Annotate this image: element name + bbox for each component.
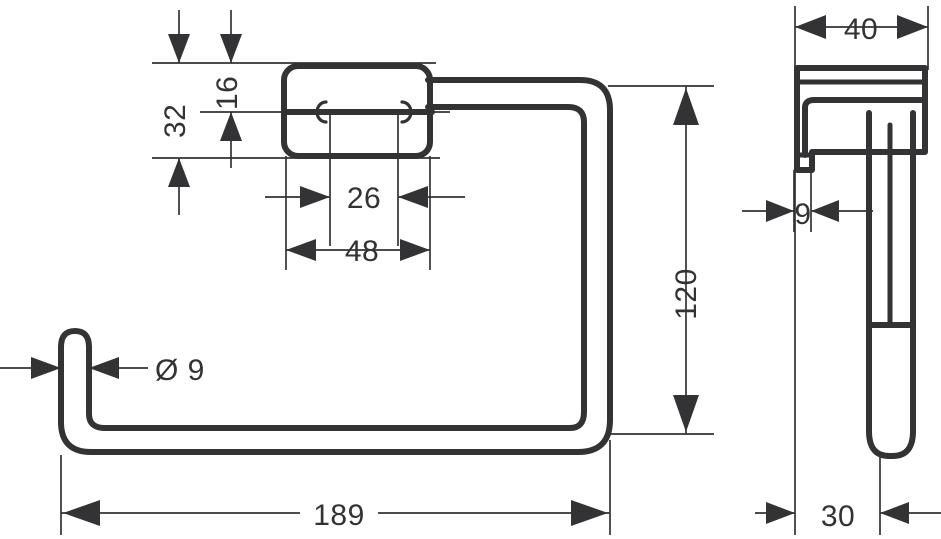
arrowhead-16-bottom (220, 112, 242, 141)
dim-label-9: 9 (794, 198, 811, 231)
front-view-geometry (58, 63, 613, 455)
tube-end-cap (58, 328, 92, 350)
dim-label-30: 30 (821, 500, 855, 533)
arrowhead-189-right (571, 500, 608, 526)
arrowhead-48-left (286, 239, 316, 261)
arrowhead-32-bottom (168, 158, 190, 187)
arrowhead-30-left (766, 502, 795, 524)
arrowhead-48-right (400, 239, 430, 261)
side-connector-arm (802, 97, 928, 121)
ring-tube-outer-profile (58, 77, 613, 455)
arrowhead-189-left (63, 500, 100, 526)
dim-label-16: 16 (211, 76, 244, 110)
arrowhead-120-bottom (673, 395, 699, 432)
arrowhead-32-top (168, 34, 190, 63)
side-view-geometry (794, 65, 928, 459)
dim-label-diameter: Ø 9 (155, 354, 205, 387)
ring-tube-inner-profile (86, 104, 587, 431)
arrowhead-40-left (795, 15, 826, 39)
dim-label-189: 189 (313, 499, 365, 532)
arrowhead-26-right (398, 186, 428, 208)
arrowhead-26-left (300, 186, 330, 208)
arrowhead-40-right (897, 15, 928, 39)
arrowhead-16-top (220, 34, 242, 63)
arrowhead-9-right (811, 200, 839, 222)
arrowhead-120-top (673, 88, 699, 125)
arrowhead-30-right (880, 502, 909, 524)
dim-label-120: 120 (670, 268, 703, 320)
dim-label-189-backdrop (300, 495, 378, 531)
dim-label-26: 26 (347, 182, 381, 215)
side-ring-tube-outer (866, 110, 916, 459)
arrowhead-dia-left (31, 357, 61, 379)
side-view-dimensions: 40 9 30 (742, 6, 941, 535)
arrowhead-dia-right (89, 357, 119, 379)
front-view-dimensions: 32 16 26 48 (0, 10, 714, 535)
arrowhead-9-left (766, 200, 794, 222)
dim-label-32: 32 (159, 104, 192, 138)
dim-label-48: 48 (345, 235, 379, 268)
dim-label-40: 40 (844, 13, 878, 46)
side-mounting-plate-outline (794, 65, 928, 173)
